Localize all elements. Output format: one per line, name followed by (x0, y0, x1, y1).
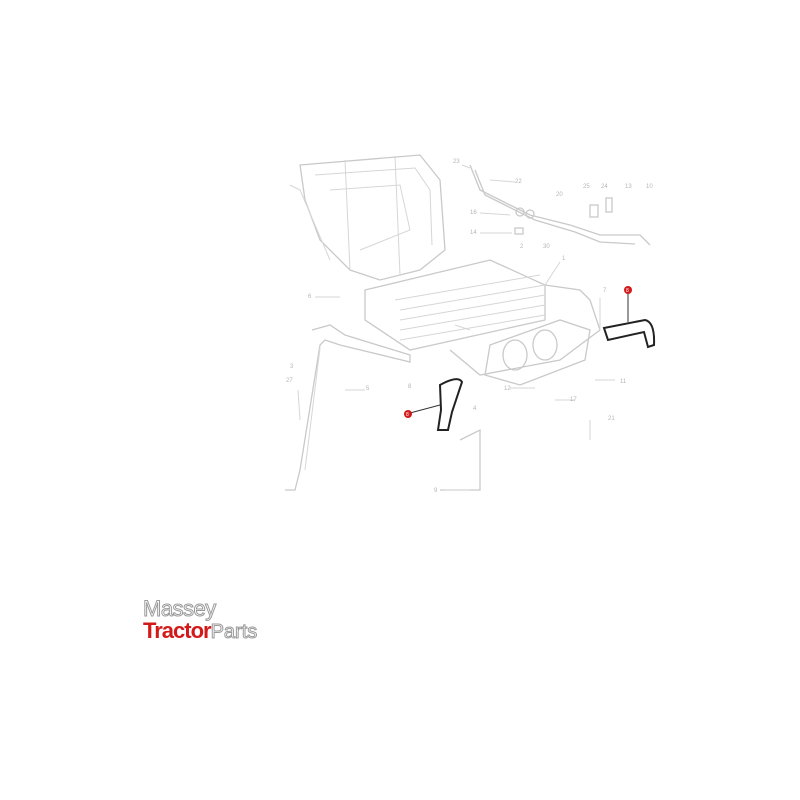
highlight-marker-left-label: 8 (406, 412, 409, 418)
callout-13: 13 (625, 184, 632, 190)
hose-item-left (436, 378, 464, 431)
hose-item-right (602, 318, 656, 349)
callout-10: 10 (646, 184, 653, 190)
cab-frame (289, 154, 446, 281)
highlight-marker-left[interactable] (404, 410, 412, 418)
callout-25: 25 (583, 184, 590, 190)
callout-20: 20 (556, 192, 563, 198)
heater-core (364, 259, 601, 376)
callout-6: 6 (308, 294, 312, 300)
highlight-marker-right[interactable] (624, 286, 632, 294)
callout-7: 7 (603, 288, 607, 294)
callout-22: 22 (515, 179, 522, 185)
callout-30: 30 (543, 244, 550, 250)
leader-lines (315, 164, 615, 491)
blower-housing (484, 319, 591, 386)
callout-4: 4 (473, 406, 477, 412)
highlight-marker-right-label: 8 (626, 288, 629, 294)
callout-14: 14 (470, 230, 477, 236)
callout-8: 8 (408, 384, 412, 390)
callout-5: 5 (366, 386, 370, 392)
callout-27: 27 (286, 378, 293, 384)
callout-24: 24 (601, 184, 608, 190)
callout-1: 1 (562, 256, 566, 262)
callout-17: 17 (570, 397, 577, 403)
logo-tractor: Tractor (143, 618, 212, 643)
logo-line1: Massey (142, 596, 216, 621)
callout-11: 11 (620, 379, 627, 385)
callout-16: 16 (470, 210, 477, 216)
callout-12: 12 (504, 386, 511, 392)
callout-3: 3 (290, 364, 294, 370)
callout-2: 2 (520, 244, 524, 250)
pipe-assembly (469, 164, 651, 246)
massey-tractor-parts-logo: Massey TractorParts (142, 596, 258, 643)
logo-parts: Parts (210, 621, 258, 643)
callout-21: 21 (608, 416, 615, 422)
callout-9: 9 (434, 488, 438, 494)
callout-23: 23 (453, 159, 460, 165)
